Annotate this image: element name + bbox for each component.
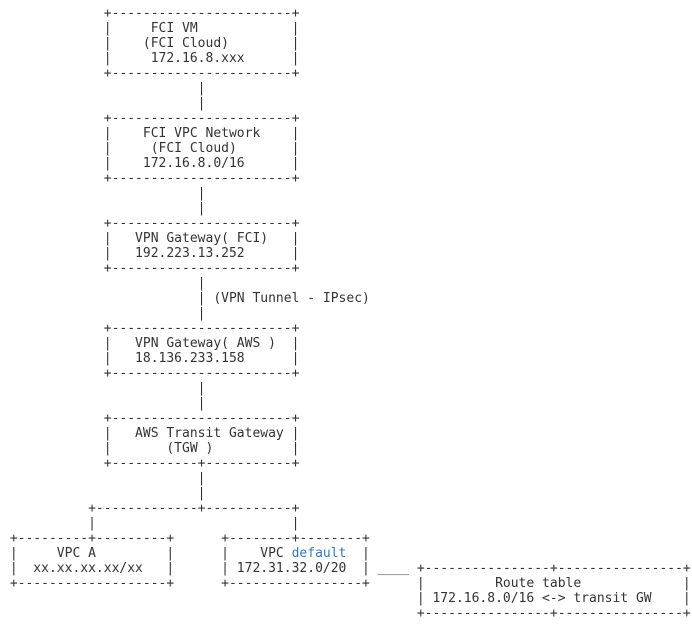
diagram-line: | VPC A | | VPC default |: [2, 546, 370, 561]
diagram-line: |: [2, 276, 206, 291]
diagram-line: |: [2, 396, 206, 411]
diagram-line: |: [2, 186, 206, 201]
diagram-line: | |: [2, 516, 300, 531]
diagram-line: | (FCI Cloud) |: [2, 36, 300, 51]
diagram-line: +-------------------+ +-----------------…: [2, 576, 691, 591]
diagram-line: +-----------------------+: [2, 171, 300, 186]
diagram-line: +-----------------------+: [2, 261, 300, 276]
diagram-line: |: [2, 306, 206, 321]
diagram-line: | VPN Gateway( AWS ) |: [2, 336, 300, 351]
diagram-line: |: [2, 381, 206, 396]
diagram-line: | 172.16.8.0/16 |: [2, 156, 300, 171]
diagram-line: +-----------+-----------+: [2, 456, 300, 471]
diagram-line: | (TGW ) |: [2, 441, 300, 456]
diagram-line: | xx.xx.xx.xx/xx | | 172.31.32.0/20 | __…: [2, 561, 691, 576]
diagram-line: | FCI VM |: [2, 21, 300, 36]
diagram-line: | FCI VPC Network |: [2, 126, 300, 141]
diagram-line: | VPN Gateway( FCI) |: [2, 231, 300, 246]
diagram-line: |: [2, 81, 206, 96]
diagram-line: |: [2, 486, 206, 501]
diagram-line: +-----------------------+: [2, 411, 300, 426]
diagram-line: | 172.16.8.0/16 <-> transit GW |: [2, 591, 691, 606]
diagram-line: | 172.16.8.xxx |: [2, 51, 300, 66]
diagram-line: +-----------------------+: [2, 111, 300, 126]
diagram-line: | 192.223.13.252 |: [2, 246, 300, 261]
diagram-line: +---------+---------+ +--------+--------…: [2, 531, 370, 546]
diagram-line: |: [2, 471, 206, 486]
diagram-line: | (VPN Tunnel - IPsec): [2, 291, 370, 306]
diagram-line: | AWS Transit Gateway |: [2, 426, 300, 441]
diagram-line: +----------------+----------------+: [2, 606, 691, 621]
diagram-line: +-----------------------+: [2, 366, 300, 381]
diagram-line: +-----------------------+: [2, 216, 300, 231]
vpc-default-keyword: default: [291, 546, 347, 561]
diagram-line: +-----------------------+: [2, 321, 300, 336]
diagram-line: | (FCI Cloud) |: [2, 141, 300, 156]
diagram-line: | 18.136.233.158 |: [2, 351, 300, 366]
diagram-line: +-------------+-----------+: [2, 501, 300, 516]
diagram-line: |: [2, 96, 206, 111]
diagram-line: +-----------------------+: [2, 66, 300, 81]
diagram-line: |: [2, 201, 206, 216]
diagram-line: +-----------------------+: [2, 6, 300, 21]
